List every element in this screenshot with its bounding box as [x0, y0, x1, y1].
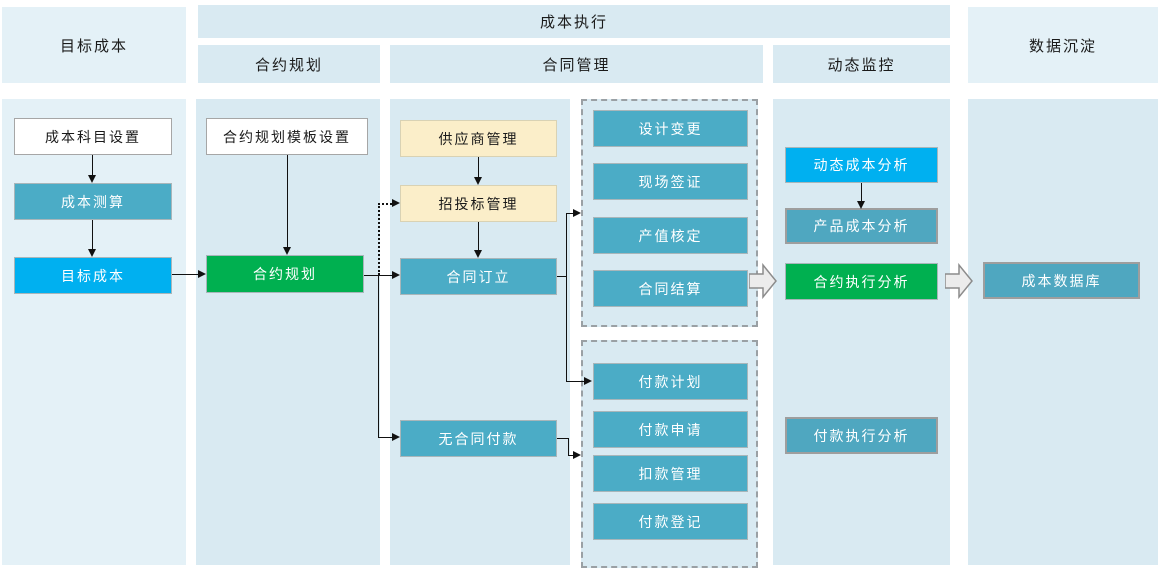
node-contract-execution-analysis: 合约执行分析	[785, 263, 938, 300]
arrow-dynamic-to-product-head	[857, 201, 865, 209]
arrow-bidding-to-signing-line	[478, 222, 479, 251]
node-contract-planning: 合约规划	[206, 255, 364, 293]
node-site-visa: 现场签证	[593, 163, 748, 200]
arrow-estimation-to-target-line	[92, 220, 93, 250]
node-contract-plan-template: 合约规划模板设置	[206, 118, 368, 155]
arrow-signing-to-changegroup-hline	[566, 213, 574, 214]
hollow-arrow-to-cost-database	[945, 263, 973, 299]
header-target-cost: 目标成本	[2, 7, 186, 83]
arrow-planning-to-nocontract-vline	[378, 275, 379, 438]
node-no-contract-payment: 无合同付款	[400, 420, 557, 457]
arrow-dynamic-to-product-line	[861, 183, 862, 202]
node-cost-database: 成本数据库	[983, 262, 1140, 299]
arrow-template-to-planning-line	[287, 155, 288, 248]
arrow-planning-to-nocontract-hline	[378, 437, 392, 438]
arrow-signing-to-changegroup-head	[573, 209, 581, 217]
node-target-cost: 目标成本	[14, 257, 172, 294]
arrow-planning-to-signing-head	[392, 271, 400, 279]
arrow-supplier-to-bidding-head	[474, 177, 482, 185]
arrow-bidding-to-signing-head	[474, 250, 482, 258]
panel-data-deposit	[968, 99, 1158, 565]
header-contract-management: 合同管理	[390, 45, 763, 83]
node-output-verification: 产值核定	[593, 217, 748, 254]
node-cost-estimation: 成本测算	[14, 183, 172, 220]
node-cost-subject-setup: 成本科目设置	[14, 118, 172, 155]
hollow-arrow-to-contract-execution	[749, 263, 777, 299]
node-product-cost-analysis: 产品成本分析	[785, 208, 938, 244]
arrow-nocontract-hline	[568, 455, 574, 456]
arrow-nocontract-out-stub	[557, 438, 569, 439]
arrow-setup-to-estimation-head	[88, 175, 96, 183]
node-contract-signing: 合同订立	[400, 258, 557, 295]
header-contract-planning: 合约规划	[198, 45, 380, 83]
header-cost-execution: 成本执行	[198, 5, 950, 38]
arrow-target-to-planning-head	[198, 270, 206, 278]
node-payment-register: 付款登记	[593, 503, 748, 540]
node-supplier-mgmt: 供应商管理	[400, 120, 557, 157]
arrow-planning-to-nocontract-head	[392, 433, 400, 441]
header-data-deposit: 数据沉淀	[968, 7, 1158, 83]
node-deduction-mgmt: 扣款管理	[593, 455, 748, 492]
panel-contract-management	[390, 99, 570, 565]
arrow-signing-to-paymentplan-head	[584, 377, 592, 385]
arrow-nocontract-vline	[568, 438, 569, 456]
node-design-change: 设计变更	[593, 110, 748, 147]
arrow-signing-branch-vline	[566, 213, 567, 382]
node-contract-settlement: 合同结算	[593, 270, 748, 307]
arrow-supplier-to-bidding-line	[478, 157, 479, 178]
arrow-estimation-to-target-head	[88, 249, 96, 257]
node-dynamic-cost-analysis: 动态成本分析	[785, 147, 938, 183]
panel-target-cost	[2, 99, 186, 565]
node-payment-plan: 付款计划	[593, 363, 748, 400]
arrow-planning-to-bidding-vline	[378, 203, 380, 275]
node-bidding-mgmt: 招投标管理	[400, 185, 557, 222]
panel-contract-planning	[196, 99, 380, 565]
arrow-signing-out-stub	[557, 276, 567, 277]
header-dynamic-monitoring: 动态监控	[773, 45, 950, 83]
node-payment-execution-analysis: 付款执行分析	[785, 417, 938, 454]
arrow-signing-to-paymentplan-hline	[566, 381, 585, 382]
arrow-planning-to-bidding-head	[392, 199, 400, 207]
node-payment-request: 付款申请	[593, 411, 748, 448]
arrow-nocontract-head	[573, 451, 581, 459]
arrow-target-to-planning-line	[172, 274, 199, 275]
arrow-template-to-planning-head	[283, 247, 291, 255]
arrow-planning-to-bidding-hline	[378, 203, 392, 205]
arrow-setup-to-estimation-line	[92, 155, 93, 176]
